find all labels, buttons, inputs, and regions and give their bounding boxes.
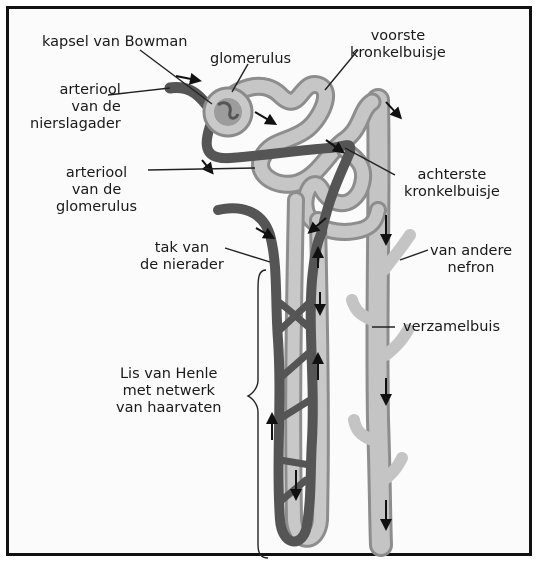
label-glomerulus-line-1: glomerulus bbox=[210, 51, 291, 68]
label-voorste-kronkelbuisje: voorste kronkelbuisje bbox=[350, 28, 446, 62]
label-arteriool-glomerulus: arteriool van de glomerulus bbox=[56, 165, 137, 216]
label-lis-van-henle: Lis van Henle met netwerk van haarvaten bbox=[116, 366, 221, 417]
label-tak-line-1: tak van bbox=[140, 240, 224, 257]
label-arteriool-nierslagader: arteriool van de nierslagader bbox=[30, 82, 121, 133]
label-kapsel-van-bowman: kapsel van Bowman bbox=[42, 34, 188, 51]
label-achterste-line-1: achterste bbox=[404, 167, 500, 184]
label-arteriool-glom-line-2: van de bbox=[56, 182, 137, 199]
label-arteriool-nier-line-3: nierslagader bbox=[30, 116, 121, 133]
label-achterste-line-2: kronkelbuisje bbox=[404, 184, 500, 201]
label-arteriool-nier-line-1: arteriool bbox=[30, 82, 121, 99]
label-tak-line-2: de nierader bbox=[140, 257, 224, 274]
label-henle-line-3: van haarvaten bbox=[116, 400, 221, 417]
label-voorste-line-2: kronkelbuisje bbox=[350, 45, 446, 62]
label-arteriool-glom-line-1: arteriool bbox=[56, 165, 137, 182]
label-andere-line-1: van andere bbox=[430, 243, 512, 260]
label-arteriool-nier-line-2: van de bbox=[30, 99, 121, 116]
label-verzamelbuis-line-1: verzamelbuis bbox=[403, 319, 500, 336]
label-verzamelbuis: verzamelbuis bbox=[403, 319, 500, 336]
label-andere-line-2: nefron bbox=[430, 260, 512, 277]
label-henle-line-2: met netwerk bbox=[116, 383, 221, 400]
label-arteriool-glom-line-3: glomerulus bbox=[56, 199, 137, 216]
label-kapsel-line-1: kapsel van Bowman bbox=[42, 34, 188, 51]
bowman-capsule bbox=[204, 88, 252, 136]
label-voorste-line-1: voorste bbox=[350, 28, 446, 45]
label-glomerulus: glomerulus bbox=[210, 51, 291, 68]
label-van-andere-nefron: van andere nefron bbox=[430, 243, 512, 277]
label-tak-van-de-nierader: tak van de nierader bbox=[140, 240, 224, 274]
label-achterste-kronkelbuisje: achterste kronkelbuisje bbox=[404, 167, 500, 201]
label-henle-line-1: Lis van Henle bbox=[116, 366, 221, 383]
